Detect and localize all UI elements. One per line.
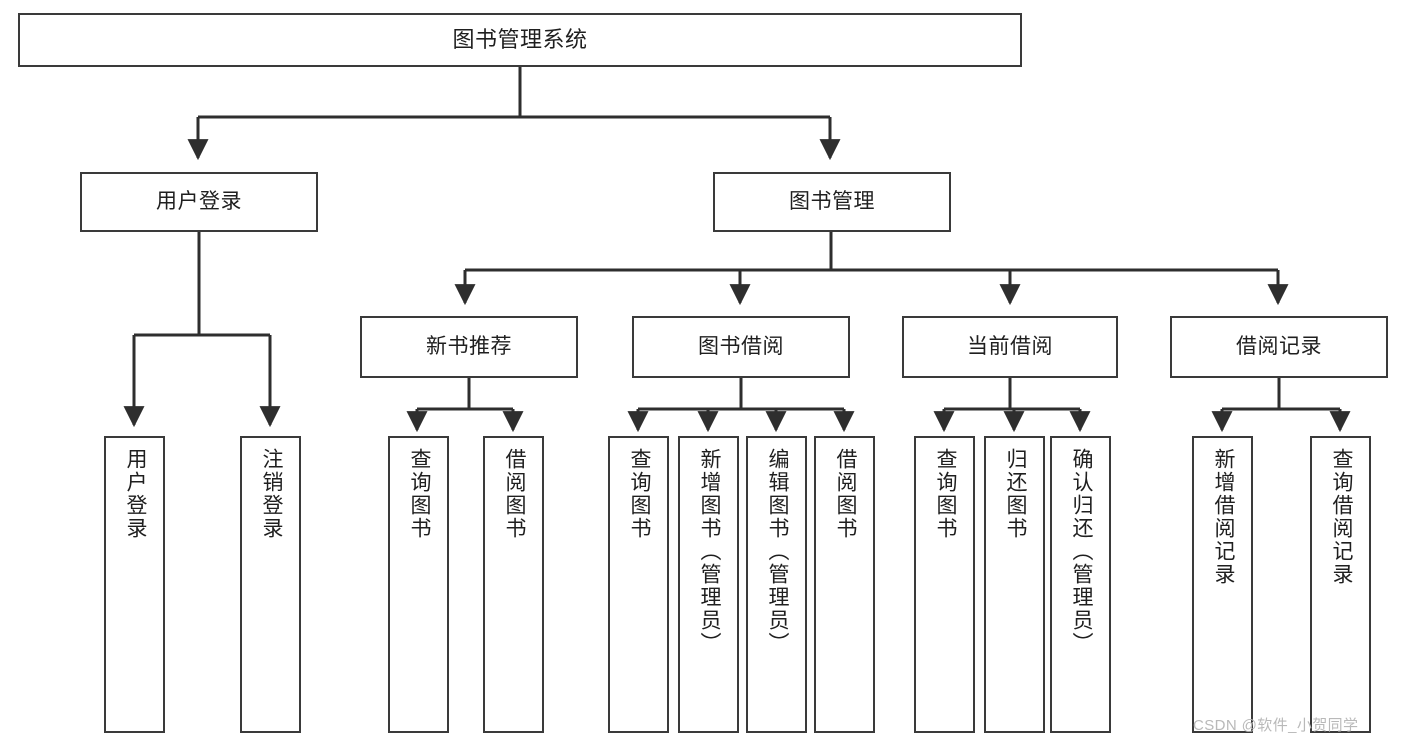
node-label: 当前借阅 bbox=[967, 335, 1053, 359]
node-label: 图书管理系统 bbox=[452, 26, 588, 52]
node-label: 图书管理 bbox=[789, 190, 875, 214]
node-label: 注销登录 bbox=[259, 448, 283, 540]
leaf-query-book-borrow[interactable]: 查询图书 bbox=[608, 436, 669, 733]
node-label: 查询图书 bbox=[407, 448, 431, 540]
leaf-query-book-recommend[interactable]: 查询图书 bbox=[388, 436, 449, 733]
node-label: 确认归还（管理员） bbox=[1069, 448, 1093, 655]
node-label: 查询借阅记录 bbox=[1329, 448, 1353, 586]
node-current-borrow[interactable]: 当前借阅 bbox=[902, 316, 1118, 378]
node-label: 新书推荐 bbox=[426, 335, 512, 359]
leaf-query-book-current[interactable]: 查询图书 bbox=[914, 436, 975, 733]
node-borrow-record[interactable]: 借阅记录 bbox=[1170, 316, 1388, 378]
node-label: 借阅记录 bbox=[1236, 335, 1322, 359]
leaf-confirm-return-admin[interactable]: 确认归还（管理员） bbox=[1050, 436, 1111, 733]
leaf-edit-book-admin[interactable]: 编辑图书（管理员） bbox=[746, 436, 807, 733]
leaf-query-borrow-record[interactable]: 查询借阅记录 bbox=[1310, 436, 1371, 733]
leaf-user-login[interactable]: 用户登录 bbox=[104, 436, 165, 733]
node-book-borrow[interactable]: 图书借阅 bbox=[632, 316, 850, 378]
node-label: 借阅图书 bbox=[833, 448, 857, 540]
node-book-management[interactable]: 图书管理 bbox=[713, 172, 951, 232]
node-label: 用户登录 bbox=[156, 190, 242, 214]
leaf-logout-login[interactable]: 注销登录 bbox=[240, 436, 301, 733]
leaf-borrow-book[interactable]: 借阅图书 bbox=[814, 436, 875, 733]
node-label: 归还图书 bbox=[1003, 448, 1027, 540]
node-label: 借阅图书 bbox=[502, 448, 526, 540]
leaf-add-borrow-record[interactable]: 新增借阅记录 bbox=[1192, 436, 1253, 733]
node-label: 图书借阅 bbox=[698, 335, 784, 359]
node-label: 新增借阅记录 bbox=[1211, 448, 1235, 586]
leaf-return-book[interactable]: 归还图书 bbox=[984, 436, 1045, 733]
node-new-book-recommend[interactable]: 新书推荐 bbox=[360, 316, 578, 378]
node-label: 用户登录 bbox=[123, 448, 147, 540]
node-user-login[interactable]: 用户登录 bbox=[80, 172, 318, 232]
node-root-system[interactable]: 图书管理系统 bbox=[18, 13, 1022, 67]
leaf-add-book-admin[interactable]: 新增图书（管理员） bbox=[678, 436, 739, 733]
node-label: 编辑图书（管理员） bbox=[765, 448, 789, 655]
node-label: 查询图书 bbox=[933, 448, 957, 540]
node-label: 新增图书（管理员） bbox=[697, 448, 721, 655]
leaf-borrow-book-recommend[interactable]: 借阅图书 bbox=[483, 436, 544, 733]
node-label: 查询图书 bbox=[627, 448, 651, 540]
